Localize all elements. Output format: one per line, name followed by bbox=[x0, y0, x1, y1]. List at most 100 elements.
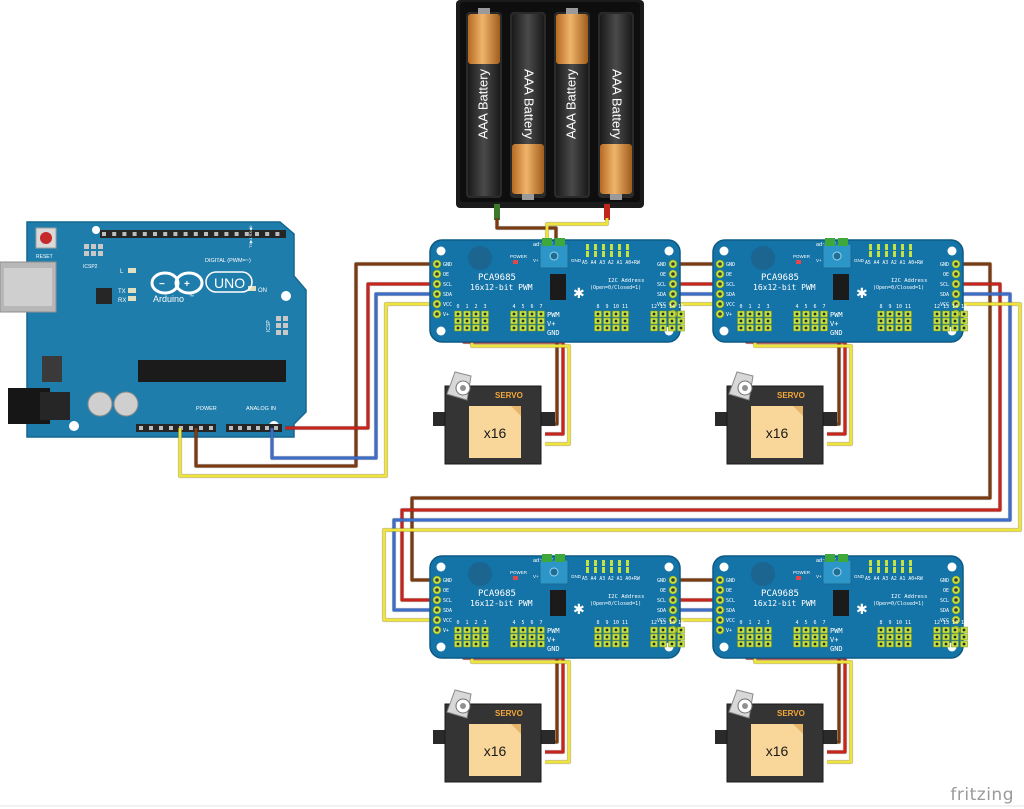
chip-label: PCA9685 bbox=[761, 589, 799, 599]
right-pin-label: VCC bbox=[657, 618, 666, 624]
channel-label: 3 bbox=[483, 620, 486, 626]
left-pin-label: SDA bbox=[726, 608, 735, 614]
right-pin-label: GND bbox=[940, 578, 949, 584]
right-pin-label: GND bbox=[657, 578, 666, 584]
vcc-wire-b2b3 bbox=[382, 302, 1022, 622]
vcc-wire bbox=[178, 302, 435, 478]
i2c-address-title: I2C Address bbox=[891, 594, 927, 600]
i2c-address-title: I2C Address bbox=[608, 278, 644, 284]
left-pin-label: SDA bbox=[726, 292, 735, 298]
power-label: POWER bbox=[196, 406, 217, 412]
channel-label: 10 bbox=[896, 620, 902, 626]
servo-brand: SERVO bbox=[495, 391, 523, 400]
servo-brand: SERVO bbox=[777, 709, 805, 718]
right-pin-label: SCL bbox=[940, 282, 949, 288]
led-l-label: L bbox=[120, 269, 124, 275]
right-pin-label: SCL bbox=[657, 598, 666, 604]
channel-label: 12 bbox=[651, 620, 657, 626]
pwm-side-label: V+ bbox=[830, 636, 838, 644]
vplus-label: V+ bbox=[533, 574, 539, 579]
left-pin-label: OE bbox=[726, 272, 732, 278]
arduino-logo: − + bbox=[150, 271, 204, 295]
right-pin-label: SDA bbox=[940, 292, 949, 298]
svg-text:−: − bbox=[159, 279, 165, 290]
channel-label: 8 bbox=[879, 620, 882, 626]
left-pin-label: GND bbox=[443, 262, 452, 268]
left-pin-label: V+ bbox=[443, 312, 449, 318]
channel-label: 2 bbox=[757, 304, 760, 310]
chip-label: PCA9685 bbox=[478, 273, 516, 283]
icsp2-label: ICSP2 bbox=[83, 264, 98, 270]
channel-label: 11 bbox=[622, 304, 628, 310]
channel-label: 2 bbox=[474, 620, 477, 626]
right-pin-label: VCC bbox=[940, 618, 949, 624]
left-pin-label: V+ bbox=[443, 628, 449, 634]
pwm-side-label: PWM bbox=[547, 311, 560, 319]
channel-label: 4 bbox=[512, 304, 515, 310]
address-pins-label: A5 A4 A3 A2 A1 A0+RW bbox=[582, 576, 640, 582]
channel-label: 7 bbox=[539, 620, 542, 626]
adafruit-star-icon: ✱ bbox=[856, 601, 868, 617]
right-pin-label: VCC bbox=[657, 302, 666, 308]
arduino-uno: RESET ICSP2 DIGITAL (PWM=~) TX▶1 RX◀0 L … bbox=[0, 221, 307, 438]
channel-label: 0 bbox=[739, 304, 742, 310]
usb-chip bbox=[96, 288, 112, 304]
channel-label: 6 bbox=[813, 304, 816, 310]
channel-label: 10 bbox=[613, 304, 619, 310]
channel-label: 14 bbox=[952, 620, 958, 626]
uno-badge bbox=[205, 271, 253, 293]
gnd-wire bbox=[194, 262, 435, 468]
digital-label: DIGITAL (PWM=~) bbox=[205, 258, 251, 264]
pwm-side-label: GND bbox=[830, 645, 843, 653]
channel-label: 8 bbox=[596, 304, 599, 310]
gnd-wire-b2b3 bbox=[410, 262, 992, 582]
sda-wire-b2b3 bbox=[392, 292, 1012, 612]
left-pin-label: OE bbox=[443, 272, 449, 278]
capacitor-2 bbox=[113, 391, 139, 417]
arduino-brand: Arduino bbox=[153, 294, 184, 304]
vplus-label: V+ bbox=[816, 258, 822, 263]
left-pin-label: VCC bbox=[443, 618, 452, 624]
power-label: POWER bbox=[510, 254, 528, 259]
channel-label: 12 bbox=[934, 304, 940, 310]
channel-label: 13 bbox=[660, 620, 666, 626]
channel-label: 3 bbox=[766, 620, 769, 626]
channel-label: 14 bbox=[669, 620, 675, 626]
address-pins-label: A5 A4 A3 A2 A1 A0+RW bbox=[582, 260, 640, 266]
channel-label: 11 bbox=[622, 620, 628, 626]
servo-motor: SERVO x16 bbox=[433, 689, 555, 783]
servo-brand: SERVO bbox=[495, 709, 523, 718]
left-pin-label: OE bbox=[726, 588, 732, 594]
channel-label: 11 bbox=[905, 304, 911, 310]
left-pin-label: VCC bbox=[443, 302, 452, 308]
right-pin-label: SDA bbox=[657, 608, 666, 614]
channel-label: 1 bbox=[465, 620, 468, 626]
channel-label: 13 bbox=[660, 304, 666, 310]
i2c-address-sub: (Open=0/Closed=1) bbox=[873, 285, 924, 291]
adafruit-star-icon: ✱ bbox=[573, 601, 585, 617]
icsp-label: ICSP bbox=[266, 320, 272, 332]
pwm-side-label: GND bbox=[547, 645, 560, 653]
pwm-side-label: GND bbox=[830, 329, 843, 337]
scl-wire-b2b3 bbox=[400, 282, 1002, 602]
left-pin-label: VCC bbox=[726, 302, 735, 308]
servo-qty-label: x16 bbox=[484, 743, 507, 759]
power-label: POWER bbox=[793, 570, 811, 575]
channel-label: 15 bbox=[678, 620, 684, 626]
left-pin-label: OE bbox=[443, 588, 449, 594]
aaa-battery: AAA Battery bbox=[466, 8, 502, 198]
channel-label: 6 bbox=[530, 304, 533, 310]
chip-label: PCA9685 bbox=[478, 589, 516, 599]
chip-label: PCA9685 bbox=[761, 273, 799, 283]
board-subtitle: 16x12-bit PWM bbox=[470, 599, 533, 608]
gnd-label: GND bbox=[854, 258, 865, 263]
left-pin-label: SDA bbox=[443, 608, 452, 614]
pca9685-board: GNDGNDOEOESCLSCLSDASDAVCCVCCV+V+PCA96851… bbox=[712, 554, 968, 659]
right-pin-label: VCC bbox=[940, 302, 949, 308]
channel-label: 14 bbox=[952, 304, 958, 310]
channel-label: 5 bbox=[804, 304, 807, 310]
board-subtitle: 16x12-bit PWM bbox=[470, 283, 533, 292]
right-pin-label: SDA bbox=[657, 292, 666, 298]
analog-header bbox=[226, 424, 282, 432]
